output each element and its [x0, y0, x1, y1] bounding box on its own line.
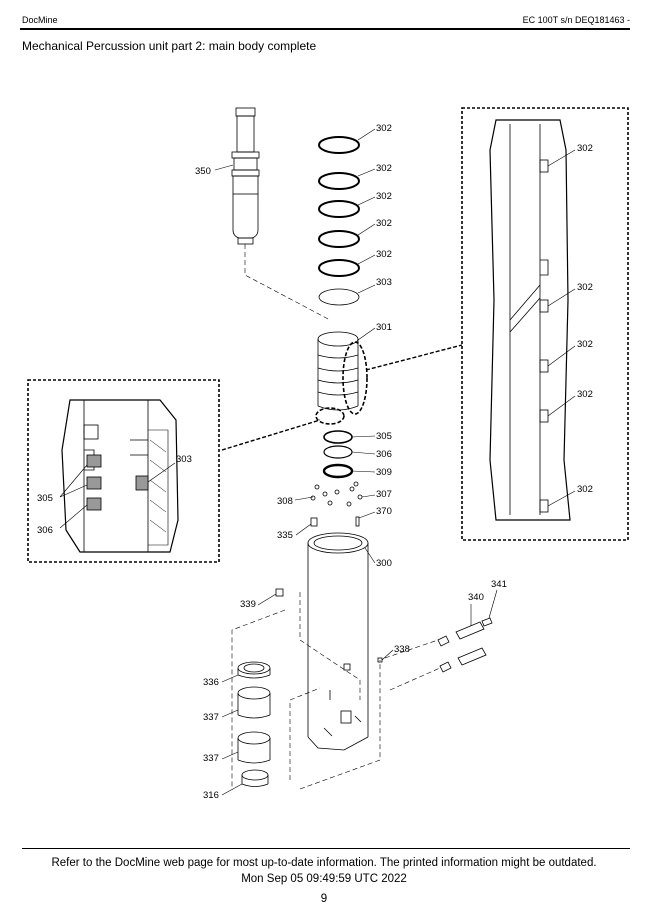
- detail-callout-306: 306: [37, 525, 53, 536]
- callout-301: 301: [376, 322, 392, 333]
- callout-335: 335: [277, 530, 293, 541]
- callout-302: 302: [376, 163, 392, 174]
- callout-316: 316: [203, 790, 219, 801]
- left-detail-view: [27, 379, 220, 563]
- part-336-bushing: [237, 661, 271, 679]
- part-301-liner: [317, 331, 359, 411]
- part-339-screw: [275, 588, 284, 597]
- footer-rule: [22, 848, 630, 849]
- page-title: Mechanical Percussion unit part 2: main …: [22, 39, 317, 53]
- right-detail-view: [461, 107, 629, 541]
- callout-339: 339: [240, 599, 256, 610]
- callout-303: 303: [376, 277, 392, 288]
- part-370-pin: [355, 516, 360, 527]
- detail-callout-302: 302: [577, 484, 593, 495]
- part-300-main-body: [307, 532, 369, 751]
- part-302-seal-rings: [318, 136, 360, 277]
- detail-callout-302: 302: [577, 282, 593, 293]
- part-337-bushing-lower: [237, 731, 271, 764]
- detail-callout-305: 305: [37, 493, 53, 504]
- callout-370: 370: [376, 506, 392, 517]
- callout-341: 341: [491, 579, 507, 590]
- callout-337: 337: [203, 753, 219, 764]
- part-335-plug: [310, 517, 318, 527]
- detail-callout-302: 302: [577, 143, 593, 154]
- part-309-ring: [322, 463, 354, 479]
- callout-305: 305: [376, 431, 392, 442]
- callout-302: 302: [376, 218, 392, 229]
- part-350-piston: [231, 107, 260, 245]
- leader-lines: [214, 128, 498, 796]
- detail-marker-circle-lower: [315, 407, 345, 425]
- callout-307: 307: [376, 489, 392, 500]
- callout-336: 336: [203, 677, 219, 688]
- detail-marker-circle: [342, 341, 368, 415]
- detail-callout-303: 303: [176, 454, 192, 465]
- footer-notice: Refer to the DocMine web page for most u…: [51, 857, 597, 869]
- callout-302: 302: [376, 123, 392, 134]
- detail-callout-302: 302: [577, 389, 593, 400]
- model-serial: EC 100T s/n DEQ181463 -: [522, 15, 630, 25]
- callout-337: 337: [203, 712, 219, 723]
- callout-302: 302: [376, 191, 392, 202]
- page-number: 9: [320, 893, 328, 905]
- callout-350: 350: [195, 166, 211, 177]
- callout-338: 338: [394, 644, 410, 655]
- callout-309: 309: [376, 467, 392, 478]
- callout-340: 340: [468, 592, 484, 603]
- app-name: DocMine: [22, 15, 58, 25]
- detail-link-left: [221, 419, 321, 451]
- callout-306: 306: [376, 449, 392, 460]
- header-rule: [20, 28, 630, 30]
- detail-callout-302: 302: [577, 339, 593, 350]
- part-305-ring: [323, 430, 353, 444]
- part-306-ring: [323, 445, 353, 459]
- callout-302: 302: [376, 249, 392, 260]
- part-316-cap: [241, 769, 269, 787]
- footer-timestamp: Mon Sep 05 09:49:59 UTC 2022: [241, 873, 407, 885]
- part-340-341-pins: [437, 617, 493, 673]
- callout-308: 308: [277, 496, 293, 507]
- part-337-bushing-upper: [237, 686, 271, 719]
- part-303-ring: [318, 288, 360, 306]
- assembly-dashed-lines: [231, 244, 441, 790]
- detail-link-right: [365, 344, 463, 371]
- callout-300: 300: [376, 558, 392, 569]
- part-307-308-orings: [310, 481, 363, 507]
